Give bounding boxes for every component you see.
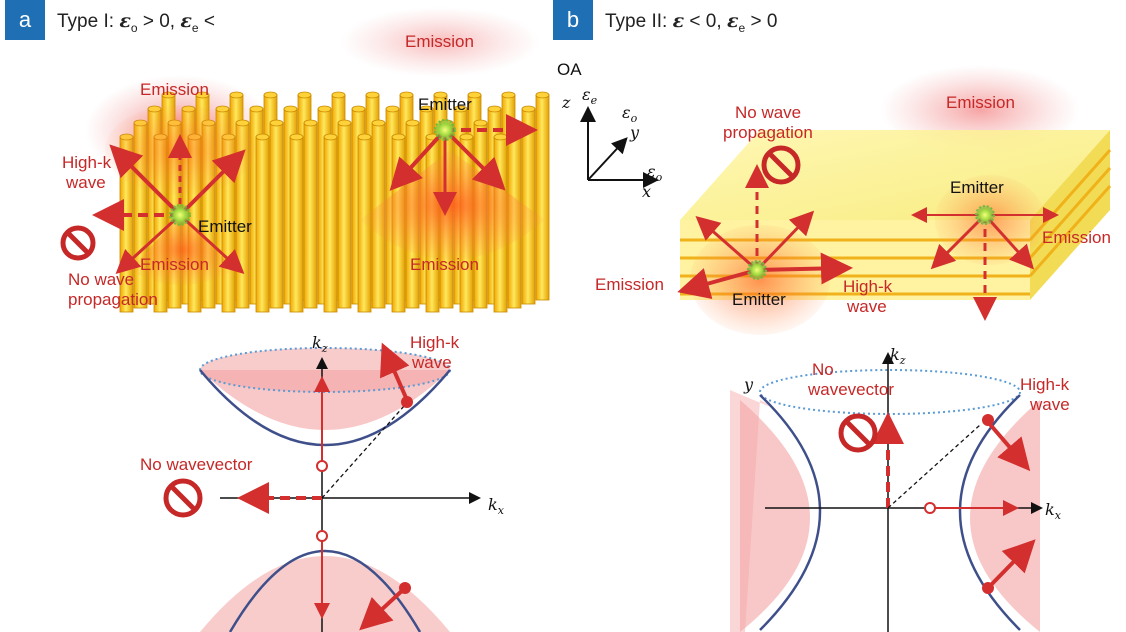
- nanorod: [337, 119, 352, 309]
- label-high-k-b-disp-2: wave: [1029, 395, 1070, 414]
- label-emission-left-b: Emission: [595, 275, 664, 294]
- axis-kz-b: kz: [890, 345, 906, 367]
- label-emitter-right-b: Emitter: [950, 178, 1004, 197]
- panel-a-dispersion: [163, 342, 481, 632]
- panel-b-slab-scene: [580, 65, 1112, 335]
- no-entry-icon: [60, 225, 96, 261]
- axis-kz-a: kz: [312, 333, 328, 355]
- axis-eo-upper-b: εo: [622, 103, 638, 125]
- label-no-wave-line1: No wave: [68, 270, 134, 289]
- no-entry-icon: [838, 413, 878, 453]
- label-no-b-1: No: [812, 360, 834, 379]
- label-oa: OA: [557, 60, 582, 79]
- axis-ee-b: εe: [582, 85, 598, 107]
- nanorod: [289, 133, 304, 313]
- label-emitter-right: Emitter: [418, 95, 472, 114]
- label-emission-bottom-right: Emission: [410, 255, 479, 274]
- label-emission-bottom-left: Emission: [140, 255, 209, 274]
- axis-kx-a: kx: [488, 495, 505, 517]
- nanorod: [269, 119, 284, 309]
- label-high-k-b-1: High-k: [843, 277, 893, 296]
- nanorod: [323, 133, 338, 313]
- label-no-b-2: wavevector: [807, 380, 894, 399]
- label-no-wave-b-2: propagation: [723, 123, 813, 142]
- axis-y-dispersion-b: y: [743, 375, 754, 394]
- no-entry-icon: [163, 478, 203, 518]
- label-emitter-left: Emitter: [198, 217, 252, 236]
- label-high-k-b-2: wave: [846, 297, 887, 316]
- label-emission-top-right: Emission: [405, 32, 474, 51]
- axis-kx-b: kx: [1045, 500, 1062, 522]
- label-emission-right-b: Emission: [1042, 228, 1111, 247]
- label-high-k-b-disp-1: High-k: [1020, 375, 1070, 394]
- panel-a-tag: a: [5, 0, 45, 40]
- label-emission-top-right-b: Emission: [946, 93, 1015, 112]
- nanorod: [535, 91, 550, 301]
- no-entry-icon: [761, 145, 801, 185]
- emitter-left-dot: [169, 204, 191, 226]
- label-high-k-a-1: High-k: [410, 333, 460, 352]
- emission-glow-top-right: [340, 7, 540, 77]
- label-emission-top-left: Emission: [140, 80, 209, 99]
- nanorod: [303, 119, 318, 309]
- axis-eo-lower-b: εo: [647, 162, 663, 184]
- label-high-k-wave-line2: wave: [65, 173, 106, 192]
- axis-z-b: z: [561, 93, 571, 112]
- nanorod: [357, 133, 372, 313]
- emitter-right-dot: [434, 119, 456, 141]
- panel-b-tag: b: [553, 0, 593, 40]
- label-no-wavevector-a: No wavevector: [140, 455, 253, 474]
- label-high-k-wave-line1: High-k: [62, 153, 112, 172]
- panel-b-title: Type II: ε < 0, εe > 0: [605, 10, 778, 35]
- label-high-k-a-2: wave: [411, 353, 452, 372]
- panel-a-nanorod-scene: [60, 7, 550, 313]
- axis-x-b: x: [642, 182, 651, 201]
- axis-y-b: y: [629, 123, 640, 142]
- label-no-wave-b-1: No wave: [735, 103, 801, 122]
- label-emitter-left-b: Emitter: [732, 290, 786, 309]
- label-no-wave-line2: propagation: [68, 290, 158, 309]
- panel-b-dispersion: [730, 352, 1043, 632]
- coordinate-axes: [580, 106, 659, 188]
- nanorod: [255, 133, 270, 313]
- panel-a-title: Type I: εo > 0, εe <: [57, 10, 215, 35]
- emission-cone-left-lower: [130, 215, 235, 285]
- nanorod: [521, 105, 536, 305]
